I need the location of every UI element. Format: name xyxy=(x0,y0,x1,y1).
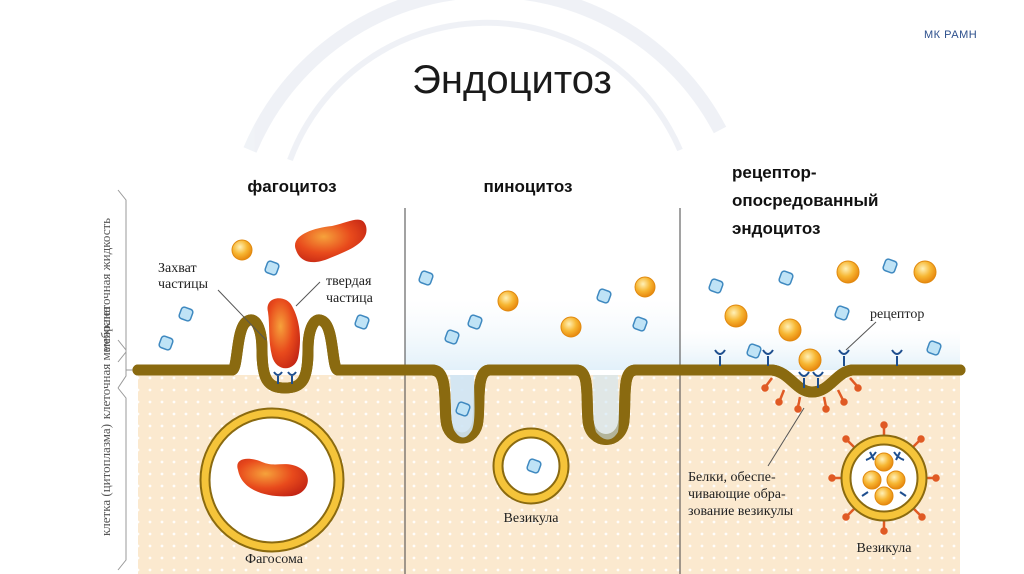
bracket-cell xyxy=(117,387,127,571)
coat-proteins xyxy=(761,377,862,413)
phagosome-label: Фагосома xyxy=(245,552,304,567)
phagocytosis-title: фагоцитоз xyxy=(247,177,336,196)
pinocytosis-vesicle-label: Везикула xyxy=(504,511,560,526)
blue-particle xyxy=(882,258,898,274)
side-label-cell: клетка (цитоплазма) xyxy=(98,424,113,536)
receptor-icon xyxy=(273,371,297,384)
pinocytosis-vesicle xyxy=(492,427,570,505)
capture-pointer xyxy=(217,289,267,341)
solid-particle-label-line1: твердая xyxy=(326,274,372,289)
blue-particle xyxy=(418,270,434,286)
bracket-membrane xyxy=(117,339,127,389)
blue-particle xyxy=(158,335,174,351)
bracket-extracellular xyxy=(117,189,127,363)
orange-particle xyxy=(231,239,253,261)
receptor-label: рецептор xyxy=(870,307,924,322)
brand-label: МК РАМН xyxy=(924,29,978,41)
orange-particle xyxy=(836,260,860,284)
blue-particle xyxy=(444,329,460,345)
pinocytosis-title: пиноцитоз xyxy=(484,177,573,196)
proteins-label-line3: зование везикулы xyxy=(688,504,794,519)
orange-particle xyxy=(798,348,822,372)
coated-vesicle xyxy=(828,421,940,535)
solid-particle-label-line2: частица xyxy=(326,291,374,306)
orange-particle xyxy=(497,290,519,312)
orange-particle xyxy=(560,316,582,338)
phagosome xyxy=(199,407,345,553)
proteins-pointer xyxy=(767,407,805,467)
blue-particle xyxy=(178,306,194,322)
blue-particle xyxy=(834,305,850,321)
slide-title: Эндоцитоз xyxy=(412,58,612,102)
solid-particle-pointer xyxy=(295,281,321,307)
receptor-title-line1: рецептор- xyxy=(732,163,817,182)
blue-particle xyxy=(264,260,280,276)
side-label-extracellular: межклеточная жидкость xyxy=(98,218,113,352)
blue-particle xyxy=(354,314,370,330)
blue-particle xyxy=(455,401,471,417)
solid-particle xyxy=(294,219,367,263)
blue-particle xyxy=(746,343,762,359)
cell-membrane xyxy=(132,320,966,440)
receptor-pointer xyxy=(845,321,877,351)
orange-particle xyxy=(724,304,748,328)
proteins-label-line1: Белки, обеспе- xyxy=(688,470,776,485)
watermark-seal xyxy=(243,0,727,162)
receptor-title-line3: эндоцитоз xyxy=(732,219,820,238)
blue-particle xyxy=(596,288,612,304)
receptor-title-line2: опосредованный xyxy=(732,191,878,210)
blue-particle xyxy=(467,314,483,330)
receptor-vesicle-label: Везикула xyxy=(857,541,913,556)
receptor-icon xyxy=(714,349,903,388)
pinocytosis-pocket-2 xyxy=(593,375,619,440)
blue-particle xyxy=(708,278,724,294)
orange-particle xyxy=(634,276,656,298)
blue-particle xyxy=(926,340,942,356)
proteins-label-line2: чивающие обра- xyxy=(688,487,786,502)
blue-particle xyxy=(632,316,648,332)
blue-particle xyxy=(778,270,794,286)
capture-label-line2: частицы xyxy=(158,277,209,292)
orange-particle xyxy=(913,260,937,284)
capture-label-line1: Захват xyxy=(158,261,197,276)
orange-particle xyxy=(778,318,802,342)
captured-particle xyxy=(267,298,300,369)
side-label-membrane: клеточная мембрана xyxy=(98,306,113,419)
